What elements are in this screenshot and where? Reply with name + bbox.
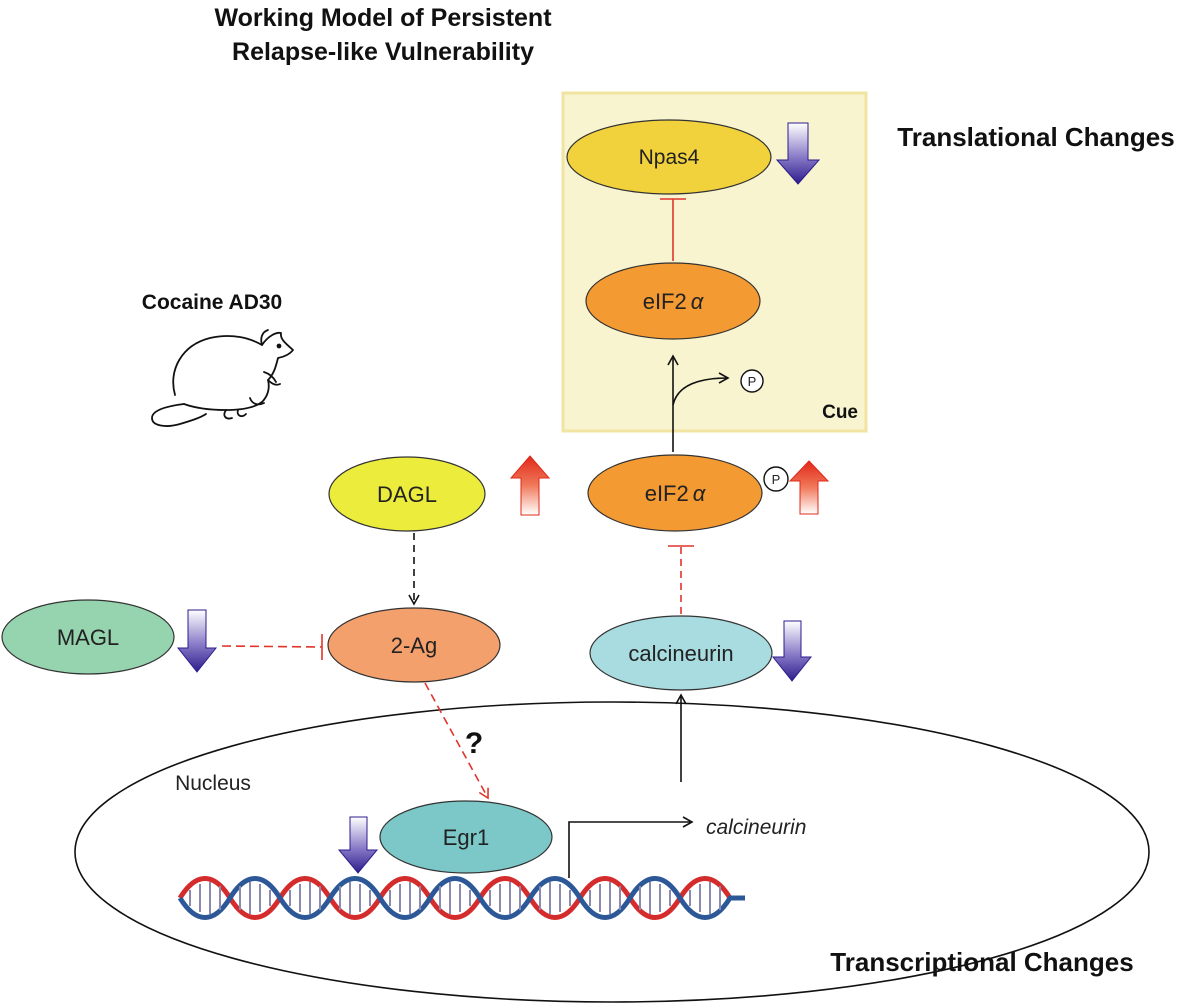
calcineurin-label: calcineurin bbox=[628, 641, 733, 666]
npas4-node bbox=[566, 119, 772, 195]
magl-down-arrow bbox=[176, 609, 218, 673]
calcineurin-down-arrow bbox=[771, 620, 813, 682]
phospho-label-eif2a: P bbox=[772, 472, 781, 487]
transcriptional-changes-label: Transcriptional Changes bbox=[830, 947, 1133, 977]
magl-node bbox=[1, 599, 175, 675]
calcineurin-gene-label: calcineurin bbox=[706, 816, 806, 839]
two-ag-label: 2-Ag bbox=[391, 633, 437, 658]
two-ag-node bbox=[327, 607, 501, 683]
phospho-circle-release bbox=[740, 369, 764, 393]
nucleus-outline bbox=[74, 701, 1150, 1003]
inhibit-magl-2ag bbox=[221, 645, 323, 648]
egr1-node bbox=[379, 800, 553, 874]
egr1-down-arrow bbox=[337, 816, 379, 874]
eif2a-up-arrow bbox=[788, 460, 830, 515]
calcineurin-node bbox=[589, 615, 773, 691]
dagl-node bbox=[328, 456, 486, 532]
dna-helix bbox=[177, 876, 745, 920]
magl-label: MAGL bbox=[57, 625, 119, 650]
eif2a-node-bottom bbox=[587, 454, 763, 532]
question-mark: ? bbox=[465, 727, 483, 760]
eif2a-node-top bbox=[585, 262, 761, 340]
transcription-arrow bbox=[568, 816, 694, 878]
translational-changes-label: Translational Changes bbox=[897, 122, 1174, 152]
diagram-title-line1: Working Model of Persistent bbox=[214, 4, 552, 32]
npas4-down-arrow bbox=[775, 122, 821, 185]
cocaine-label: Cocaine AD30 bbox=[142, 291, 282, 314]
phospho-label-release: P bbox=[748, 374, 757, 389]
npas4-label: Npas4 bbox=[639, 146, 700, 169]
cue-label: Cue bbox=[822, 402, 858, 423]
dagl-up-arrow bbox=[509, 455, 551, 516]
phospho-circle-eif2a bbox=[763, 466, 789, 492]
dagl-label: DAGL bbox=[377, 482, 437, 507]
phospho-release-arrow bbox=[672, 372, 730, 406]
egr1-label: Egr1 bbox=[443, 825, 489, 850]
diagram-title-line2: Relapse-like Vulnerability bbox=[232, 38, 534, 66]
arrow-2ag-egr1 bbox=[424, 682, 489, 800]
nucleus-label: Nucleus bbox=[175, 772, 251, 795]
mouse-icon bbox=[151, 329, 294, 427]
